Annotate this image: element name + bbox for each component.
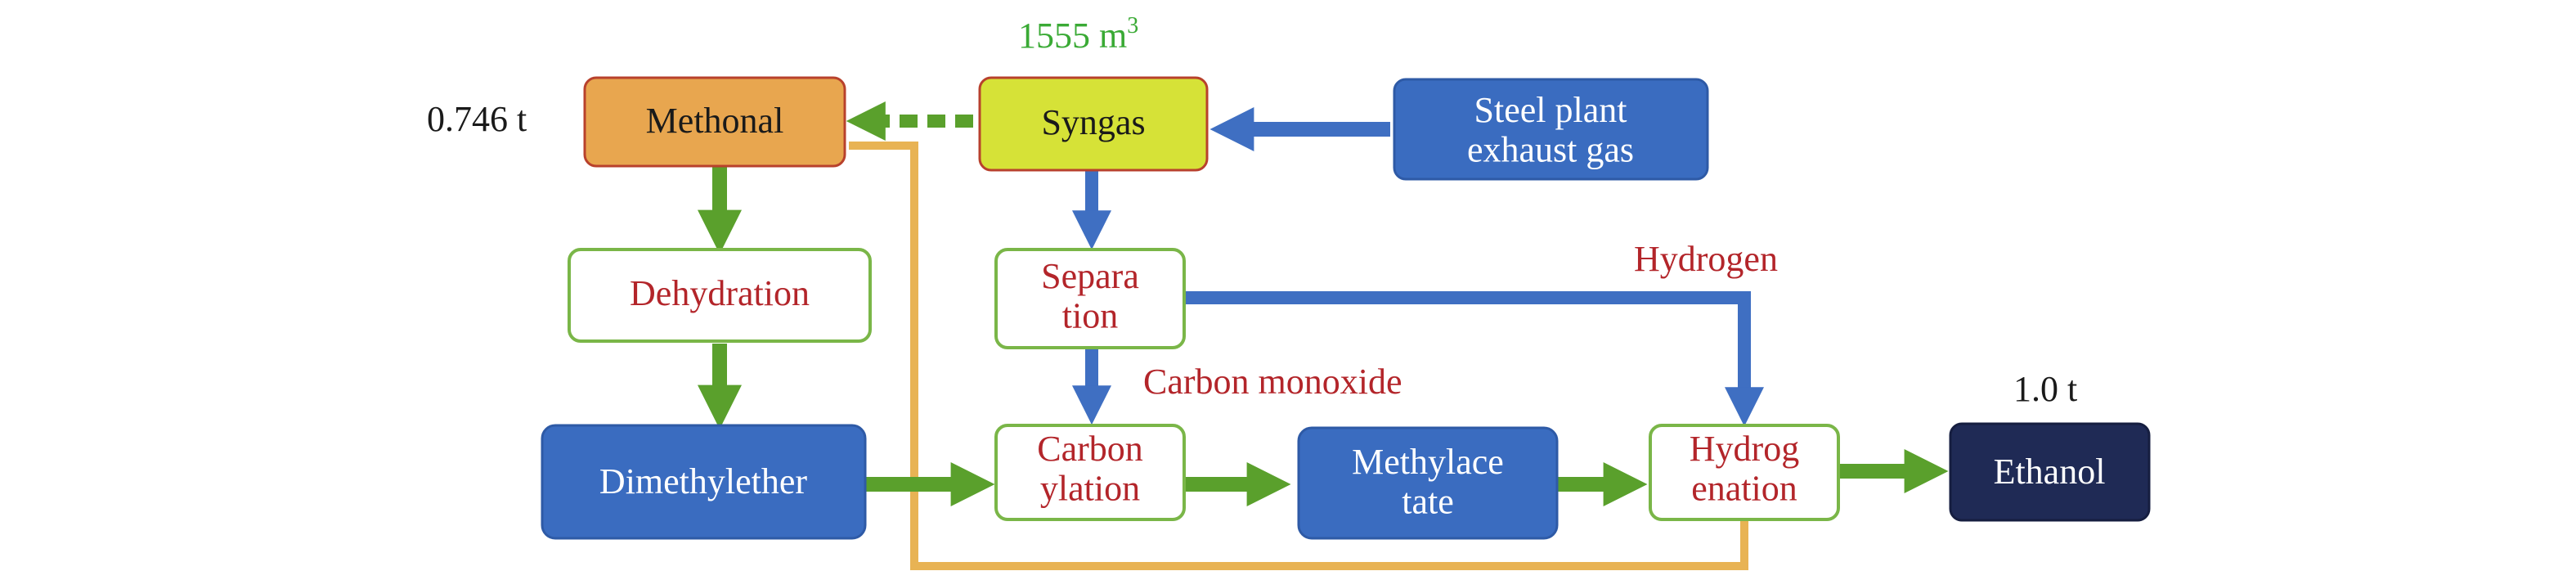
node-label-line: tion <box>1062 295 1118 335</box>
node-dehydration-label: Dehydration <box>630 273 810 313</box>
carbon-monoxide-label: Carbon monoxide <box>1143 362 1402 402</box>
node-label-line: tate <box>1402 481 1454 521</box>
node-label-line: Carbon <box>1037 429 1143 469</box>
node-dehydration: Dehydration <box>568 248 872 343</box>
node-label-line: Methylace <box>1352 442 1504 482</box>
node-methonal: Methonal <box>583 76 846 168</box>
node-label-line: Ethanol <box>1994 452 2106 492</box>
node-label-line: enation <box>1691 468 1797 508</box>
node-label-line: Dimethylether <box>599 461 807 501</box>
node-label-line: ylation <box>1040 468 1140 508</box>
node-dimethylether-label: Dimethylether <box>599 461 807 501</box>
node-label-line: Separa <box>1041 256 1139 296</box>
recycle-line <box>849 142 1748 570</box>
methanol-amount-label: 0.746 t <box>427 99 527 139</box>
node-dimethylether: Dimethylether <box>541 424 867 540</box>
node-ethanol-label: Ethanol <box>1994 452 2106 492</box>
node-label-line: Hydrog <box>1690 429 1799 469</box>
node-syngas-label: Syngas <box>1041 102 1145 142</box>
node-label-line: Dehydration <box>630 273 810 313</box>
node-methonal-label: Methonal <box>646 101 784 141</box>
hydrogen-label: Hydrogen <box>1634 239 1778 279</box>
syngas-amount-label: 1555 m3 <box>1018 13 1138 56</box>
node-label-line: Methonal <box>646 101 784 141</box>
ethanol-amount-label: 1.0 t <box>2013 369 2077 409</box>
arrow-separation-to-hydrogenation <box>1184 291 1764 427</box>
node-label-line: exhaust gas <box>1467 129 1634 169</box>
node-syngas: Syngas <box>978 76 1209 172</box>
node-label-line: Steel plant <box>1474 90 1627 130</box>
node-ethanol: Ethanol <box>1949 422 2151 522</box>
node-label-line: Syngas <box>1041 102 1145 142</box>
